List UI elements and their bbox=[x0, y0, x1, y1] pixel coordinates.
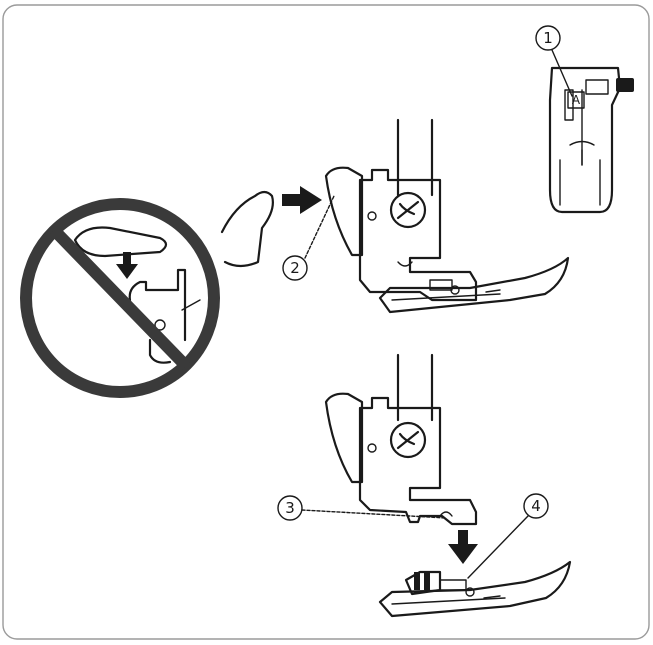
prohibition-slash bbox=[49, 225, 191, 371]
down-arrow-icon bbox=[116, 264, 138, 279]
detached-presser-foot: 4 bbox=[378, 493, 572, 618]
upper-foot-assembly: 2 bbox=[220, 118, 570, 314]
arrow-right-icon bbox=[300, 186, 322, 214]
lower-holder-assembly: 3 bbox=[277, 353, 478, 564]
callout-1-label: 1 bbox=[543, 29, 553, 47]
callout-3 bbox=[277, 495, 303, 521]
callout-2-label: 2 bbox=[290, 259, 300, 277]
callout-2-leader bbox=[304, 195, 335, 259]
foot-letter-box bbox=[567, 91, 585, 109]
incorrect-method-illustration bbox=[20, 198, 220, 398]
callout-3-leader bbox=[301, 509, 447, 519]
holder-groove bbox=[439, 511, 453, 517]
callout-4-label: 4 bbox=[531, 497, 541, 515]
callout-2 bbox=[282, 255, 308, 281]
foot-letter: A bbox=[572, 93, 581, 107]
presser-foot-inset: A 1 bbox=[535, 25, 634, 214]
arrow-down-icon bbox=[448, 544, 478, 564]
pressing-finger bbox=[73, 226, 168, 258]
finger bbox=[220, 190, 274, 268]
callout-4-leader bbox=[467, 515, 529, 579]
callout-1-leader bbox=[551, 49, 573, 97]
callout-1 bbox=[535, 25, 561, 51]
foot-pin bbox=[414, 572, 420, 590]
foot-thumbscrew bbox=[616, 78, 634, 92]
attached-foot-sole bbox=[378, 256, 570, 314]
foot-release-lever bbox=[324, 166, 364, 257]
diagram-border bbox=[2, 4, 650, 640]
callout-4 bbox=[523, 493, 549, 519]
callout-3-label: 3 bbox=[285, 499, 295, 517]
